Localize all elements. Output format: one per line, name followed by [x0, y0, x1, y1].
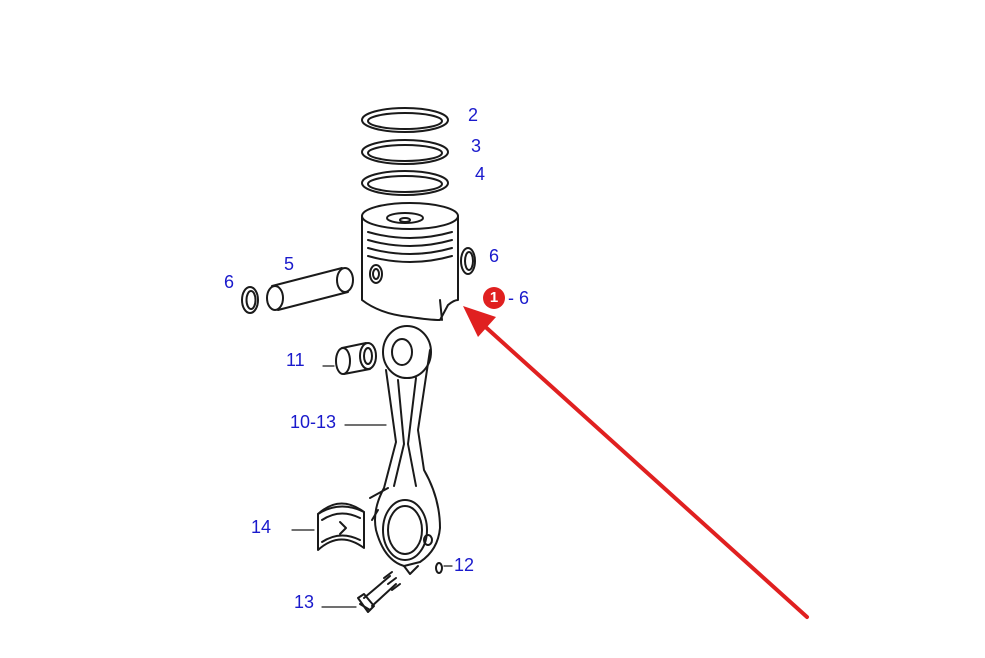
callout-ring-top: 2	[468, 105, 479, 125]
circlip-left	[241, 286, 259, 314]
callout-pin: 5	[284, 254, 295, 274]
callout-highlighted-number: 6	[519, 288, 530, 308]
callout-highlighted-part: - 6	[508, 289, 529, 307]
callout-ring-bottom: 4	[475, 164, 486, 184]
callout-rod-separator: -	[310, 412, 317, 432]
leader-lines	[291, 365, 453, 608]
callout-rod: 10-13	[290, 413, 336, 431]
callout-bushing: 11	[286, 350, 305, 370]
connecting-rod	[369, 325, 441, 575]
piston	[361, 202, 459, 321]
arrow-head	[463, 306, 496, 337]
piston-pin	[266, 267, 354, 311]
piston-ring-middle	[361, 139, 449, 165]
piston-ring-top	[361, 107, 449, 133]
rod-bolt	[357, 571, 401, 613]
highlight-arrow	[463, 306, 809, 619]
callout-rod-number: 10	[290, 412, 311, 432]
callout-circlip-left: 6	[224, 272, 235, 292]
callout-ring-middle: 3	[471, 136, 482, 156]
callout-bolt: 13	[294, 592, 315, 612]
callout-dowel: 12	[454, 555, 475, 575]
callout-bearing: 14	[251, 517, 272, 537]
circlip-right	[460, 247, 476, 275]
dowel	[435, 562, 443, 574]
highlight-badge: 1	[483, 287, 505, 309]
callout-circlip-right: 6	[489, 246, 500, 266]
arrow-shaft	[478, 320, 809, 619]
callout-dash: -	[508, 288, 514, 308]
piston-ring-bottom	[361, 170, 449, 196]
callout-rod-assembly-number: 13	[316, 412, 337, 432]
big-end-bearing	[317, 502, 365, 551]
small-end-bushing	[335, 342, 377, 375]
